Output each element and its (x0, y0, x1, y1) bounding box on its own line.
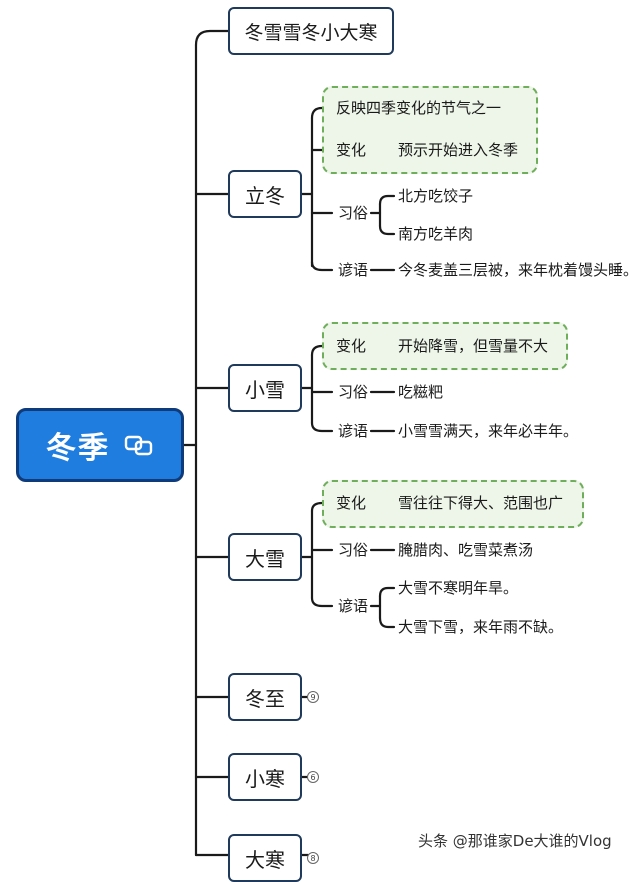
daxue-change-value: 雪往往下得大、范围也广 (398, 494, 564, 512)
node-xiaohan[interactable]: 小寒 (228, 753, 302, 801)
node-dahan[interactable]: 大寒 (228, 834, 302, 882)
node-lidong[interactable]: 立冬 (228, 170, 302, 218)
watermark: 头条 @那谁家De大谁的Vlog (418, 832, 612, 850)
daxue-change-group (322, 480, 584, 528)
lidong-custom-south: 南方吃羊肉 (398, 225, 474, 243)
lidong-change-value: 预示开始进入冬季 (398, 141, 519, 159)
lidong-proverb-value: 今冬麦盖三层被，来年枕着馒头睡。 (398, 261, 639, 279)
root-node[interactable]: 冬季 (16, 408, 184, 482)
xiaoxue-change-group (322, 322, 568, 370)
daxue-change-key: 变化 (336, 494, 367, 512)
daxue-proverb-key: 谚语 (338, 597, 369, 615)
xiaoxue-change-value: 开始降雪，但雪量不大 (398, 337, 549, 355)
dahan-collapsed-count[interactable]: 8 (307, 852, 319, 864)
xiaoxue-custom-value: 吃糍粑 (398, 383, 444, 401)
link-icon (124, 435, 153, 456)
dongzhi-collapsed-count[interactable]: 9 (307, 691, 319, 703)
xiaohan-collapsed-count[interactable]: 6 (307, 771, 319, 783)
lidong-change-key: 变化 (336, 141, 367, 159)
node-dongzhi[interactable]: 冬至 (228, 673, 302, 721)
xiaoxue-proverb-key: 谚语 (338, 422, 369, 440)
xiaoxue-change-key: 变化 (336, 337, 367, 355)
node-daxue[interactable]: 大雪 (228, 533, 302, 581)
daxue-custom-key: 习俗 (338, 541, 369, 559)
lidong-proverb-key: 谚语 (338, 261, 369, 279)
node-xiaoxue[interactable]: 小雪 (228, 364, 302, 412)
daxue-custom-value: 腌腊肉、吃雪菜煮汤 (398, 541, 534, 559)
daxue-proverb-2: 大雪下雪，来年雨不缺。 (398, 618, 564, 636)
xiaoxue-proverb-value: 小雪雪满天，来年必丰年。 (398, 422, 579, 440)
root-label: 冬季 (46, 431, 110, 466)
lidong-custom-key: 习俗 (338, 204, 369, 222)
xiaoxue-custom-key: 习俗 (338, 383, 369, 401)
daxue-proverb-1: 大雪不寒明年旱。 (398, 579, 519, 597)
lidong-custom-north: 北方吃饺子 (398, 187, 474, 205)
lidong-change-group (322, 86, 538, 174)
solar-terms-mnemonic[interactable]: 冬雪雪冬小大寒 (228, 7, 394, 55)
lidong-reflect: 反映四季变化的节气之一 (336, 99, 502, 117)
